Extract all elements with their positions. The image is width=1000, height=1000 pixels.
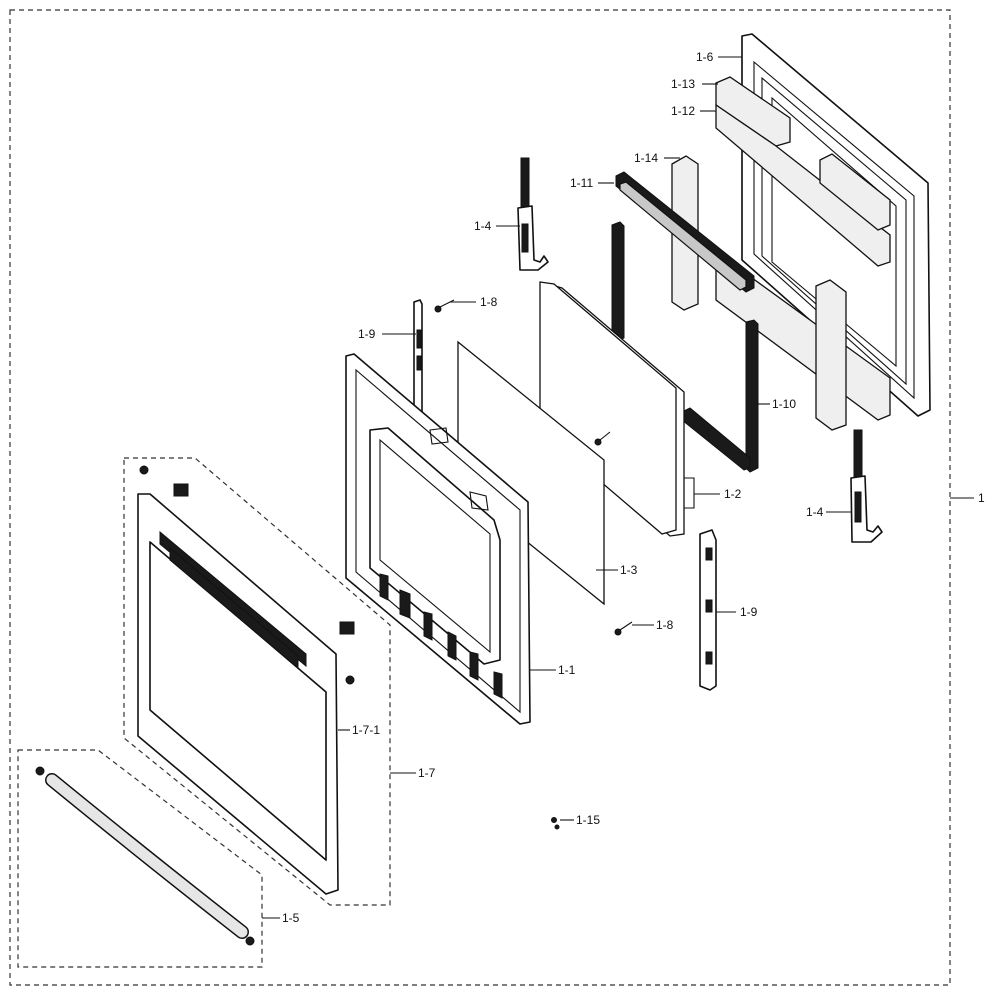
label-1-15: 1-15: [576, 813, 600, 827]
label-1-1: 1-1: [558, 663, 576, 677]
part-screw-middle: [594, 431, 611, 446]
part-screw-bottom: [614, 621, 633, 636]
part-door-handle: [35, 766, 255, 946]
label-1-8-top: 1-8: [480, 295, 498, 309]
label-1-12: 1-12: [671, 104, 695, 118]
part-labels: 1 1-6 1-13 1-12 1-14 1-11 1-4 1-8 1-9 1-…: [282, 50, 985, 925]
part-insulation-blocks: [671, 76, 891, 431]
part-outer-door-frame: [137, 465, 355, 895]
part-glass-channel: [611, 221, 759, 473]
label-1-7-1: 1-7-1: [352, 723, 380, 737]
part-hinge-right: [850, 429, 883, 543]
part-door-inner-panel: [345, 353, 531, 725]
leader-lines: [262, 56, 974, 919]
part-screw-top: [434, 299, 455, 313]
subassembly-boundary-1-7: [123, 457, 391, 906]
label-1-2: 1-2: [724, 487, 742, 501]
label-1-13: 1-13: [671, 77, 695, 91]
part-hinge-bracket-right: [699, 529, 717, 691]
label-1-7: 1-7: [418, 766, 436, 780]
label-1-6: 1-6: [696, 50, 714, 64]
label-1-3: 1-3: [620, 563, 638, 577]
part-hinge-bracket-left: [413, 299, 423, 421]
subassembly-boundary-1-5: [17, 749, 263, 968]
label-1-8-bottom: 1-8: [656, 618, 674, 632]
label-1-11: 1-11: [570, 176, 593, 190]
part-hinge-top: [517, 157, 549, 271]
label-1-14: 1-14: [634, 151, 658, 165]
label-1: 1: [978, 491, 985, 505]
label-1-4-top: 1-4: [474, 219, 492, 233]
label-1-10: 1-10: [772, 397, 796, 411]
label-1-4-right: 1-4: [806, 505, 824, 519]
label-1-9-left: 1-9: [358, 327, 376, 341]
label-1-5: 1-5: [282, 911, 300, 925]
assembly-boundary: [9, 9, 951, 986]
part-screw-1-15: [551, 817, 560, 830]
part-gasket-strip: [615, 171, 755, 293]
label-1-9-right: 1-9: [740, 605, 758, 619]
part-inner-glass: [457, 340, 605, 606]
